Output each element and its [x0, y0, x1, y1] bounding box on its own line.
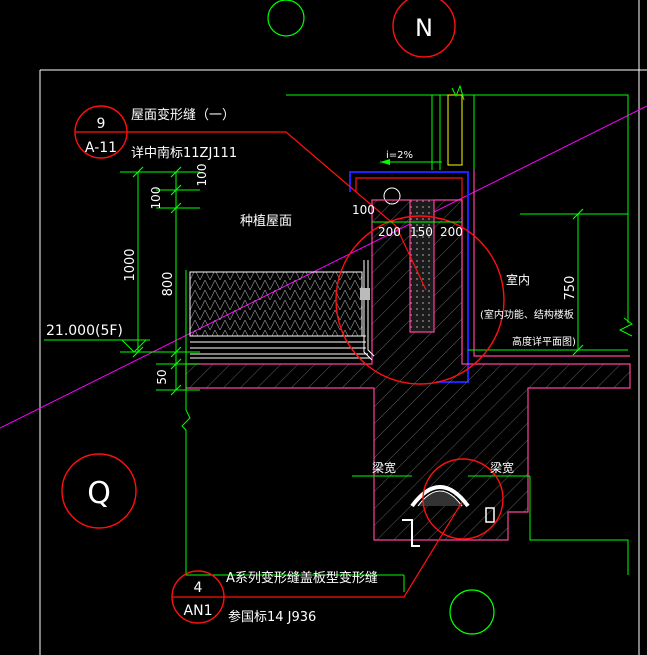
parapet-insulation	[447, 94, 463, 166]
callout-4-reference: 参国标14 J936	[228, 609, 316, 625]
indoor-floor-slab	[473, 170, 630, 357]
callout-4-number: 4	[194, 580, 203, 596]
elevation-label: 21.000(5F)	[46, 323, 123, 339]
slope-arrowhead	[380, 159, 390, 165]
callout-9-number: 9	[97, 116, 106, 132]
axis-label-n: N	[415, 14, 433, 42]
beam-width-right-label: 梁宽	[490, 460, 514, 475]
elevation-triangle	[120, 339, 148, 353]
axis-bubble-top-green	[267, 0, 305, 37]
dim-1000: 1000	[123, 248, 138, 281]
callout-4-sheet: AN1	[184, 603, 213, 619]
dim-tick-2	[132, 346, 144, 358]
indoor-note-1: (室内功能、结构楼板	[480, 308, 574, 321]
axis-bubble-bottom-green	[449, 589, 495, 635]
slope-label: i=2%	[386, 150, 413, 161]
dim-100-top: 100	[195, 164, 209, 187]
callout-4-leader	[224, 501, 463, 598]
dim-200-right: 200	[440, 225, 463, 239]
detail-circle-pointer	[395, 225, 427, 291]
dim-750-tick-bottom	[572, 344, 584, 356]
fixing-bracket	[360, 288, 370, 300]
callout-9-sheet: A-11	[85, 140, 117, 156]
dim-50: 50	[155, 369, 169, 384]
dim-100-parapet: 100	[352, 203, 375, 217]
dim-100-mid: 100	[149, 187, 163, 210]
left-outline-green	[181, 270, 404, 576]
joint-cover-plate-left	[402, 519, 420, 547]
dim-tick-6	[170, 346, 182, 358]
axis-bubble-n	[392, 0, 456, 58]
right-lower-outline	[529, 476, 629, 575]
callout-9-leader	[127, 131, 397, 227]
callout-9-reference: 详中南标11ZJ111	[131, 145, 237, 161]
dim-tick-7	[170, 358, 182, 370]
dim-150: 150	[410, 225, 433, 239]
joint-cover-anchor	[485, 507, 495, 523]
dim-800: 800	[161, 272, 176, 297]
axis-bubble-q	[61, 453, 137, 529]
joint-cover-arch	[410, 485, 470, 508]
detail-circle-upper	[335, 215, 505, 385]
dim-750-tick-top	[572, 208, 584, 220]
dim-750: 750	[563, 276, 578, 301]
break-mark-right	[618, 317, 633, 337]
indoor-note-2: 高度详平面图)	[512, 335, 576, 348]
joint-filler-texture	[410, 200, 434, 332]
dim-tick-5	[170, 202, 182, 214]
dim-tick-3	[170, 166, 182, 178]
dim-tick-4	[170, 184, 182, 196]
break-mark-top	[451, 84, 465, 101]
diagonal-reference-line	[0, 105, 647, 429]
dim-tick-1	[132, 166, 144, 178]
dim-tick-8	[170, 384, 182, 396]
detail-circle-lower	[422, 458, 504, 540]
planted-roof-label: 种植屋面	[240, 214, 292, 229]
callout-9-title: 屋面变形缝（一）	[131, 107, 235, 123]
axis-label-q: Q	[87, 476, 111, 511]
beam-width-left-label: 梁宽	[372, 460, 396, 475]
dim-200-left: 200	[378, 225, 401, 239]
callout-4-title: A系列变形缝盖板型变形缝	[226, 570, 378, 586]
indoor-label: 室内	[506, 272, 530, 287]
joint-cover-arch-inner	[417, 490, 463, 507]
upper-wall-outline	[286, 94, 629, 323]
